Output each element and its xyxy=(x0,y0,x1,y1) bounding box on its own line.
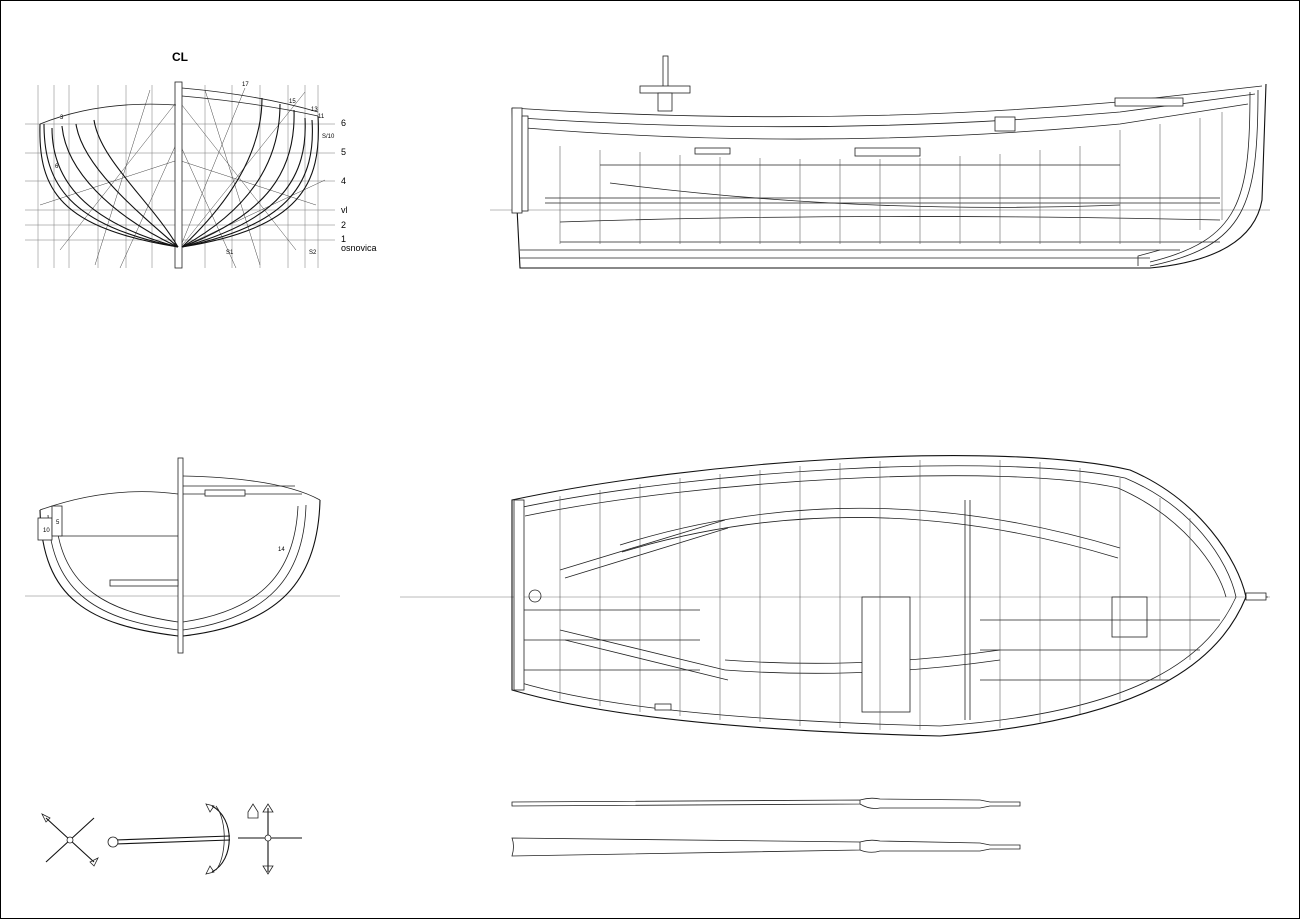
anchor-top-view xyxy=(41,813,99,867)
station-label: 11 xyxy=(318,114,325,120)
waterline-labels: 6 5 4 vl 2 1 osnovica xyxy=(341,118,377,253)
oar-edge-view xyxy=(511,797,1021,809)
profile-frames xyxy=(559,112,1223,244)
body-plan-keel xyxy=(174,81,183,269)
body-plan-diagonals xyxy=(39,87,326,269)
section-label: 10 xyxy=(43,528,50,534)
body-plan-sections-fore xyxy=(181,97,319,248)
station-label: 15 xyxy=(289,99,296,105)
waterline-label: 4 xyxy=(341,176,346,186)
anchor-side-view xyxy=(107,803,231,875)
side-profile xyxy=(490,55,1270,269)
oars xyxy=(511,797,1021,857)
waterline-label: 5 xyxy=(341,147,346,157)
waterline-label: 6 xyxy=(341,118,346,128)
plan-hull-outline xyxy=(511,455,1247,737)
section-labels: 10 5 14 xyxy=(43,520,285,553)
frame-section: 10 5 14 xyxy=(25,457,340,654)
oar-blade-view xyxy=(511,837,1021,857)
station-labels: 3 6 17 15 13 11 S/10 S1 S2 xyxy=(55,82,335,256)
waterline-label: 1 xyxy=(341,234,346,244)
section-label: 14 xyxy=(278,547,285,553)
waterline-label: 2 xyxy=(341,220,346,230)
station-label: 13 xyxy=(311,107,318,113)
centerline-symbol: CL xyxy=(172,50,188,64)
plan-frames xyxy=(559,460,1191,730)
station-label: 3 xyxy=(60,115,64,121)
anchor-details xyxy=(41,803,302,875)
plan-view xyxy=(400,455,1270,737)
section-label: 5 xyxy=(56,520,60,526)
profile-hull-outline xyxy=(511,83,1267,269)
station-label: 17 xyxy=(242,82,249,88)
station-label: S2 xyxy=(309,250,317,256)
anchor-fluke xyxy=(247,803,259,819)
transom xyxy=(511,107,523,214)
body-plan: CL 6 5 4 vl 2 1 xyxy=(25,50,377,269)
station-label: 6 xyxy=(55,164,59,170)
station-label: S/10 xyxy=(322,134,335,140)
waterline-label: osnovica xyxy=(341,243,377,253)
tiller xyxy=(639,55,691,112)
section-keel xyxy=(177,457,184,654)
station-label: S1 xyxy=(226,250,234,256)
body-plan-sections-aft xyxy=(39,119,179,248)
waterline-label: vl xyxy=(341,205,348,215)
anchor-front-view xyxy=(238,803,302,875)
